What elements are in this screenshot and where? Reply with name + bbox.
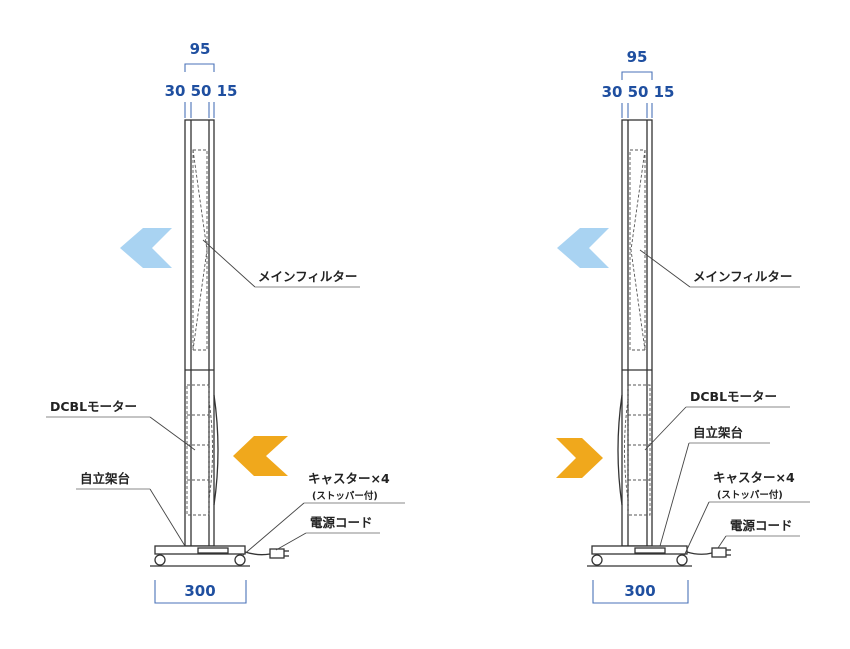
top-dimension-right: 95 30 50 15 — [602, 48, 675, 118]
dim-part-c: 15 — [654, 83, 675, 101]
arrow-left-icon — [557, 228, 609, 268]
label-caster: キャスター×4 — [308, 471, 390, 486]
total-depth-label: 95 — [190, 40, 211, 58]
label-caster-note: (ストッパー付) — [312, 490, 378, 502]
base-width-label: 300 — [624, 582, 655, 600]
base-width-label: 300 — [184, 582, 215, 600]
label-stand: 自立架台 — [693, 425, 743, 440]
label-power-cord: 電源コード — [310, 515, 373, 530]
caster-wheel — [154, 554, 166, 566]
label-dcbl-motor: DCBLモーター — [50, 399, 137, 414]
total-depth-bracket — [621, 71, 653, 80]
callouts-left: メインフィルター DCBLモーター 自立架台 キャスター×4 (ストッパー付) … — [46, 239, 405, 557]
diagram-right: 95 30 50 15 — [556, 48, 810, 604]
dim-part-b: 50 — [628, 83, 649, 101]
label-main-filter: メインフィルター — [693, 269, 792, 284]
dim-part-b: 50 — [191, 82, 212, 100]
base-width-bracket — [592, 580, 689, 604]
main-filter-shape — [192, 149, 208, 351]
label-main-filter: メインフィルター — [258, 269, 357, 284]
total-depth-bracket — [184, 63, 215, 72]
intake-grill — [213, 394, 219, 506]
dim-part-a: 30 — [602, 83, 623, 101]
arrow-right-icon — [556, 438, 603, 478]
dim-part-a: 30 — [165, 82, 186, 100]
main-filter-shape — [629, 149, 646, 351]
label-power-cord: 電源コード — [730, 518, 793, 533]
dcbl-motor-shape — [627, 384, 651, 516]
plug-icon — [269, 548, 285, 559]
arrow-left-icon — [120, 228, 172, 268]
caster-wheel — [234, 554, 246, 566]
intake-grill — [617, 394, 623, 506]
caster-wheel — [676, 554, 688, 566]
diagram-left: 95 30 50 15 — [46, 40, 405, 604]
top-dimension-left: 95 30 50 15 — [165, 40, 238, 118]
dim-part-c: 15 — [217, 82, 238, 100]
power-cord-line — [686, 551, 713, 555]
total-depth-label: 95 — [627, 48, 648, 66]
caster-wheel — [591, 554, 603, 566]
dcbl-motor-shape — [186, 384, 210, 516]
callouts-right: メインフィルター DCBLモーター 自立架台 キャスター×4 (ストッパー付) … — [639, 249, 810, 557]
label-stand: 自立架台 — [80, 471, 130, 486]
power-cord-line — [244, 551, 271, 556]
stand-right — [587, 545, 731, 567]
label-caster: キャスター×4 — [713, 470, 795, 485]
label-dcbl-motor: DCBLモーター — [690, 389, 777, 404]
stand-left — [150, 545, 289, 567]
unit-body-left — [184, 119, 219, 547]
bottom-dimension-left: 300 — [154, 580, 247, 604]
label-caster-note: (ストッパー付) — [717, 489, 783, 501]
base-width-bracket — [154, 580, 247, 604]
bottom-dimension-right: 300 — [592, 580, 689, 604]
unit-body-right — [617, 119, 653, 547]
plug-icon — [711, 547, 727, 558]
arrow-left-icon — [233, 436, 288, 476]
